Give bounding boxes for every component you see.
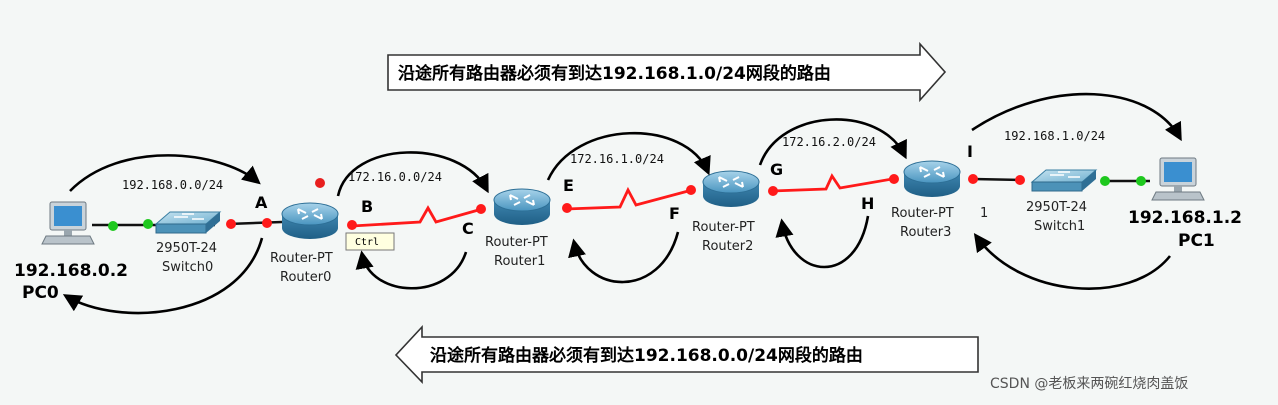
port-letter-f: F [669,204,680,223]
ctrl-tooltip: Ctrl [345,232,395,251]
switch1-name: Switch1 [1034,219,1085,234]
port-letter-e: E [563,176,574,195]
port-dot [1136,176,1146,186]
port-dot [768,186,778,196]
arrow-g-to-h [758,118,907,166]
pc0-name: PC0 [22,283,59,303]
bottom-banner: 沿途所有路由器必须有到达192.168.0.0/24网段的路由 [394,324,979,384]
top-banner: 沿途所有路由器必须有到达192.168.1.0/24网段的路由 [387,41,947,103]
switch1-model: 2950T-24 [1026,200,1087,215]
pc0-ip: 192.168.0.2 [14,261,128,281]
link-router0-router1 [351,205,483,228]
port-letter-g: G [770,160,783,179]
router1-icon[interactable] [493,188,551,226]
router1-model: Router-PT [485,235,548,250]
port-dot [1015,175,1025,185]
link-router1-router2 [565,186,693,211]
router2-name: Router2 [702,239,753,254]
arrow-i-to-pc1 [971,92,1182,142]
ctrl-tooltip-text: Ctrl [355,237,379,248]
switch0-model: 2950T-24 [156,241,217,256]
link-router2-router3 [771,173,899,193]
link-switch0-router0 [227,220,283,226]
network-label-172-16-1: 172.16.1.0/24 [570,152,664,166]
network-label-192-168-1: 192.168.1.0/24 [1004,129,1105,143]
router3-name: Router3 [900,225,951,240]
link-router3-switch1 [972,177,1021,182]
port-dot [262,218,272,228]
network-label-192-168-0: 192.168.0.0/24 [122,178,223,192]
port-dot [889,174,899,184]
port-dot [226,219,236,229]
router3-icon[interactable] [903,160,961,198]
arrow-h-to-g [775,215,870,269]
router0-name: Router0 [280,270,331,285]
pc1-icon[interactable] [1151,157,1205,201]
pc1-name: PC1 [1178,231,1215,251]
router2-model: Router-PT [692,220,755,235]
port-letter-i: I [967,142,973,161]
switch1-icon[interactable] [1031,169,1097,192]
port-dot [108,221,118,231]
pc0-icon[interactable] [41,201,95,245]
port-dot [143,219,153,229]
port-dot [562,203,572,213]
port-letter-h: H [861,194,874,213]
port-dot [968,174,978,184]
return-arrows [62,215,1172,315]
switch0-name: Switch0 [162,260,213,275]
arrow-b-to-c [336,151,489,197]
router0-model: Router-PT [270,251,333,266]
arrow-f-to-e [568,231,680,284]
router3-model: Router-PT [891,206,954,221]
arrow-e-to-f [546,131,711,181]
arrow-a-to-pc0 [62,237,264,315]
bottom-banner-text: 沿途所有路由器必须有到达192.168.0.0/24网段的路由 [430,345,863,366]
red-dot-marker [315,178,325,188]
port-dot [1100,176,1110,186]
top-banner-text: 沿途所有路由器必须有到达192.168.1.0/24网段的路由 [398,63,831,84]
pc1-ip: 192.168.1.2 [1128,208,1242,228]
links [92,173,1150,228]
router1-name: Router1 [494,254,545,269]
router2-icon[interactable] [702,170,760,208]
arrow-pc1-to-i [973,233,1172,290]
forward-arrows [69,92,1182,197]
port-letter-a: A [255,193,268,212]
watermark: CSDN @老板来两碗红烧肉盖饭 [990,376,1188,392]
switch0-icon[interactable] [155,211,221,234]
network-label-172-16-2: 172.16.2.0/24 [782,135,876,149]
router3-port-number: 1 [980,206,988,221]
network-label-172-16-0: 172.16.0.0/24 [348,170,442,184]
router0-icon[interactable] [281,202,339,240]
port-dot [347,220,357,230]
port-dots [108,174,1146,231]
port-dot [686,185,696,195]
port-letter-b: B [361,197,373,216]
arrow-pc0-to-a [69,154,261,192]
arrow-c-to-b [355,250,468,290]
port-dot [476,204,486,214]
port-letter-c: C [462,219,474,238]
